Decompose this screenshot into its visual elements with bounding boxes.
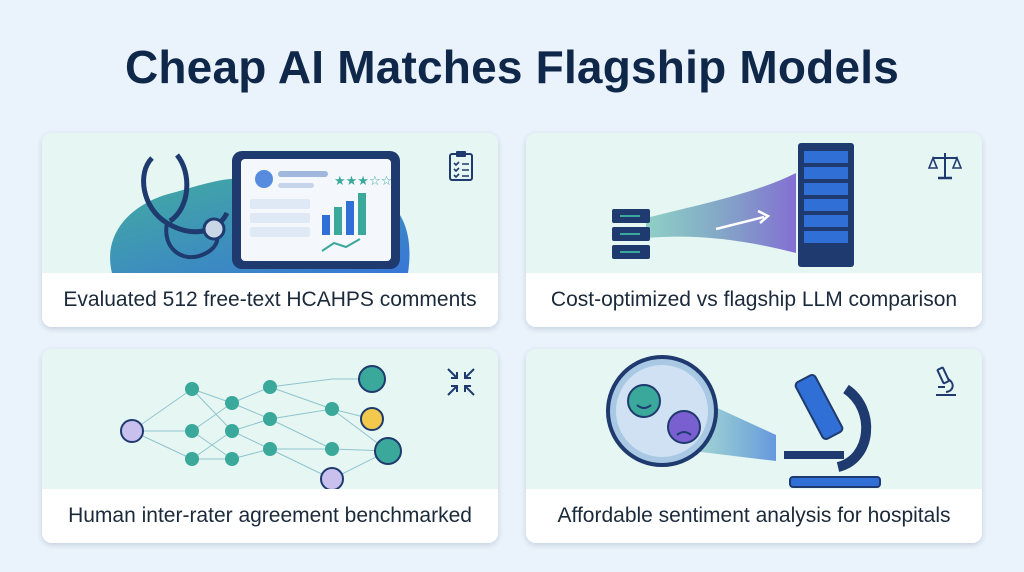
balance-scale-icon: [928, 149, 962, 183]
card-caption: Affordable sentiment analysis for hospit…: [526, 489, 982, 543]
svg-text:★★★☆☆: ★★★☆☆: [334, 173, 392, 188]
card-sentiment-analysis: Affordable sentiment analysis for hospit…: [526, 349, 982, 543]
card-illustration: [526, 133, 982, 273]
card-illustration: [526, 349, 982, 489]
card-caption: Evaluated 512 free-text HCAHPS comments: [42, 273, 498, 327]
page-title: Cheap AI Matches Flagship Models: [124, 41, 900, 93]
card-hcahps-comments: ★★★☆☆ Evaluated 512 free-text HCAHPS com…: [42, 133, 498, 327]
stethoscope-tablet-illustration: ★★★☆☆: [110, 151, 410, 273]
microscope-sentiment-illustration: [606, 355, 881, 488]
card-inter-rater-agreement: Human inter-rater agreement benchmarked: [42, 349, 498, 543]
microscope-icon: [928, 365, 962, 399]
neural-network-illustration: [120, 365, 402, 489]
arrows-converge-icon: [444, 365, 478, 399]
card-caption: Human inter-rater agreement benchmarked: [42, 489, 498, 543]
card-illustration: ★★★☆☆: [42, 133, 498, 273]
clipboard-checklist-icon: [444, 149, 478, 183]
card-llm-comparison: Cost-optimized vs flagship LLM compariso…: [526, 133, 982, 327]
card-illustration: [42, 349, 498, 489]
card-caption: Cost-optimized vs flagship LLM compariso…: [526, 273, 982, 327]
servers-comparison-illustration: [612, 143, 854, 267]
